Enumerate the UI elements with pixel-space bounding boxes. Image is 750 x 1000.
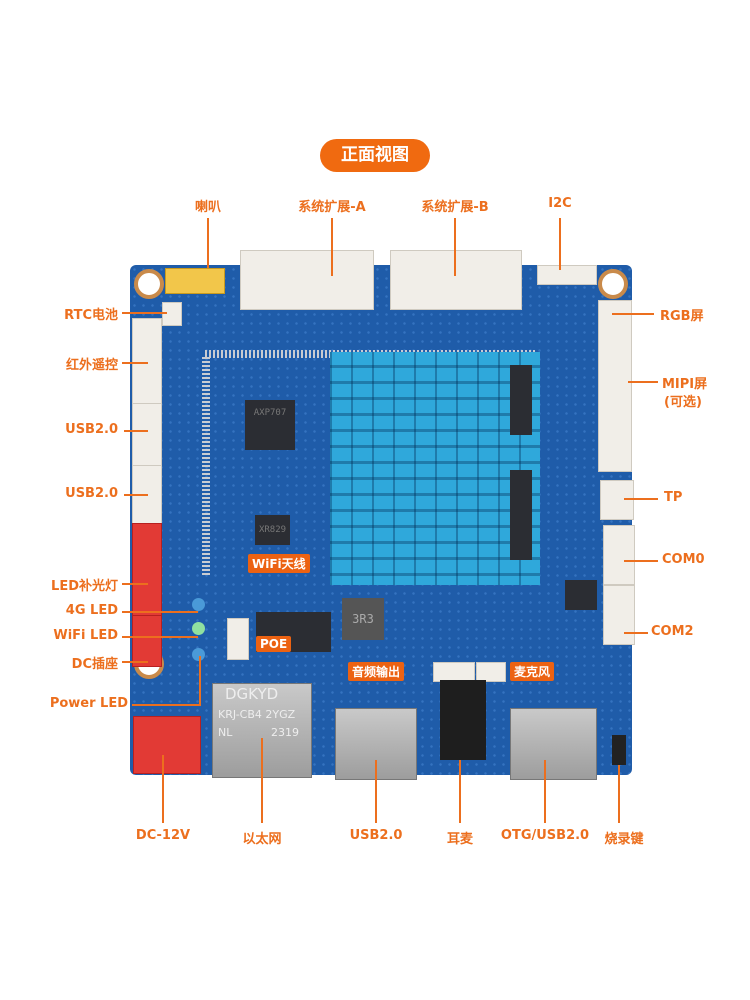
label-expansion-b: 系统扩展-B [421,200,489,215]
label-usb-bottom: USB2.0 [349,828,403,843]
label-headset: 耳麦 [446,832,474,847]
heatsink [330,352,540,585]
ir-connector [132,318,162,405]
label-usb-1: USB2.0 [65,422,118,437]
poe-tag: POE [256,636,292,652]
chip [510,470,532,560]
label-ethernet: 以太网 [242,832,282,847]
poe-connector [227,618,249,660]
label-power-led: Power LED [49,696,128,711]
mic-tag: 麦克风 [510,662,555,681]
label-4g-led: 4G LED [65,603,118,618]
expansion-b-header [390,250,522,310]
chip [510,365,532,435]
soc-pins [202,355,210,575]
label-com0: COM0 [662,552,705,567]
chip [565,580,597,610]
label-optional: (可选) [664,395,702,410]
label-wifi-led: WiFi LED [53,628,118,643]
label-dc-12v: DC-12V [135,828,191,843]
label-rtc-battery: RTC电池 [64,308,118,323]
dc-12v-jack [133,716,201,774]
com0-connector [603,525,635,585]
label-mipi-screen: MIPI屏 [662,377,708,392]
label-otg-usb: OTG/USB2.0 [500,828,590,843]
label-speaker: 喇叭 [194,200,222,215]
label-dc-socket: DC插座 [71,657,118,672]
wifi-chip: XR829 [255,515,290,545]
label-tp: TP [664,490,683,505]
eth-code: 2319 [271,726,299,739]
tp-connector [600,480,634,520]
burn-button[interactable] [612,735,626,765]
label-rgb-screen: RGB屏 [660,309,704,324]
eth-nl: NL [218,726,233,739]
audio-out-connector [433,662,475,682]
headphone-jack [440,680,486,760]
wifi-antenna-tag: WiFi天线 [248,554,310,573]
pmic-chip: AXP707 [245,400,295,450]
mount-hole [598,269,628,299]
usb-header [132,403,162,467]
dc-socket [132,615,162,667]
led-light-connector [132,523,162,617]
rtc-connector [162,302,182,326]
wifi-led [192,622,205,635]
mount-hole [134,269,164,299]
label-burn-key: 烧录键 [604,832,644,847]
audio-out-tag: 音频输出 [348,662,405,681]
speaker-connector [165,268,225,294]
mic-connector [476,662,506,682]
label-led-fill-light: LED补光灯 [51,579,118,594]
eth-brand: DGKYD [225,685,279,703]
power-led [192,648,205,661]
label-ir-remote: 红外遥控 [65,358,118,373]
label-usb-2: USB2.0 [65,486,118,501]
label-com2: COM2 [651,624,694,639]
otg-usb-port [510,708,597,780]
label-i2c: I2C [548,196,572,211]
4g-led [192,598,205,611]
label-expansion-a: 系统扩展-A [298,200,366,215]
expansion-a-header [240,250,374,310]
i2c-connector [537,265,597,285]
inductor: 3R3 [342,598,384,640]
rgb-fpc-connector [598,300,632,472]
eth-model: KRJ-CB4 2YGZ [218,708,296,721]
com2-connector [603,585,635,645]
view-title: 正面视图 [320,139,430,172]
